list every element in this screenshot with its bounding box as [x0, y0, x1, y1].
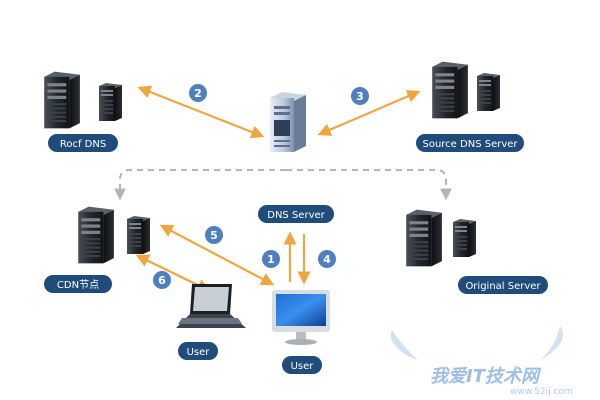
svg-text:我爱IT技术网: 我爱IT技术网	[430, 366, 542, 387]
step-badge-1: 1	[262, 250, 280, 268]
svg-text:User: User	[291, 361, 315, 372]
step-badge-2: 2	[189, 84, 207, 102]
label-user-laptop: User	[178, 342, 218, 360]
label-source-dns-server: Source DNS Server	[416, 134, 524, 152]
svg-text:4: 4	[323, 253, 331, 266]
label-rocf-dns: Rocf DNS	[48, 134, 118, 152]
central-dns-server-icon	[270, 92, 306, 152]
svg-text:www.52ij.com: www.52ij.com	[510, 387, 573, 397]
arrow-2	[137, 85, 265, 139]
svg-text:Rocf DNS: Rocf DNS	[60, 139, 106, 150]
svg-text:Source DNS Server: Source DNS Server	[422, 139, 518, 150]
step-badges: 2 3 5 6 1 4	[153, 84, 369, 289]
arrow-3	[317, 90, 421, 136]
svg-text:5: 5	[210, 229, 218, 242]
svg-text:1: 1	[267, 253, 275, 266]
original-server-icon	[406, 209, 476, 267]
step-badge-6: 6	[153, 271, 171, 289]
label-original-server: Original Server	[458, 276, 548, 294]
laptop-icon	[176, 284, 246, 328]
svg-text:3: 3	[356, 90, 364, 103]
svg-text:2: 2	[194, 87, 202, 100]
step-badge-5: 5	[205, 226, 223, 244]
label-user-desktop: User	[282, 356, 322, 374]
svg-text:User: User	[187, 347, 211, 358]
dashed-connector	[114, 169, 452, 201]
step-badge-4: 4	[318, 250, 336, 268]
svg-text:6: 6	[158, 274, 166, 287]
cdn-node-server-icon	[78, 206, 150, 264]
watermark: 我爱IT技术网 www.52ij.com	[390, 326, 573, 397]
label-dns-server: DNS Server	[258, 205, 334, 223]
rocf-dns-server-icon	[44, 71, 122, 129]
watermark-wing-icon	[390, 330, 418, 360]
svg-text:CDN节点: CDN节点	[57, 279, 99, 291]
desktop-monitor-icon	[272, 290, 330, 345]
arrow-5	[159, 224, 275, 286]
connection-arrows	[135, 85, 421, 292]
source-dns-server-icon	[432, 61, 500, 119]
svg-text:Original Server: Original Server	[465, 281, 541, 292]
label-cdn-node: CDN节点	[44, 275, 112, 293]
svg-text:DNS Server: DNS Server	[267, 210, 325, 221]
step-badge-3: 3	[351, 87, 369, 105]
